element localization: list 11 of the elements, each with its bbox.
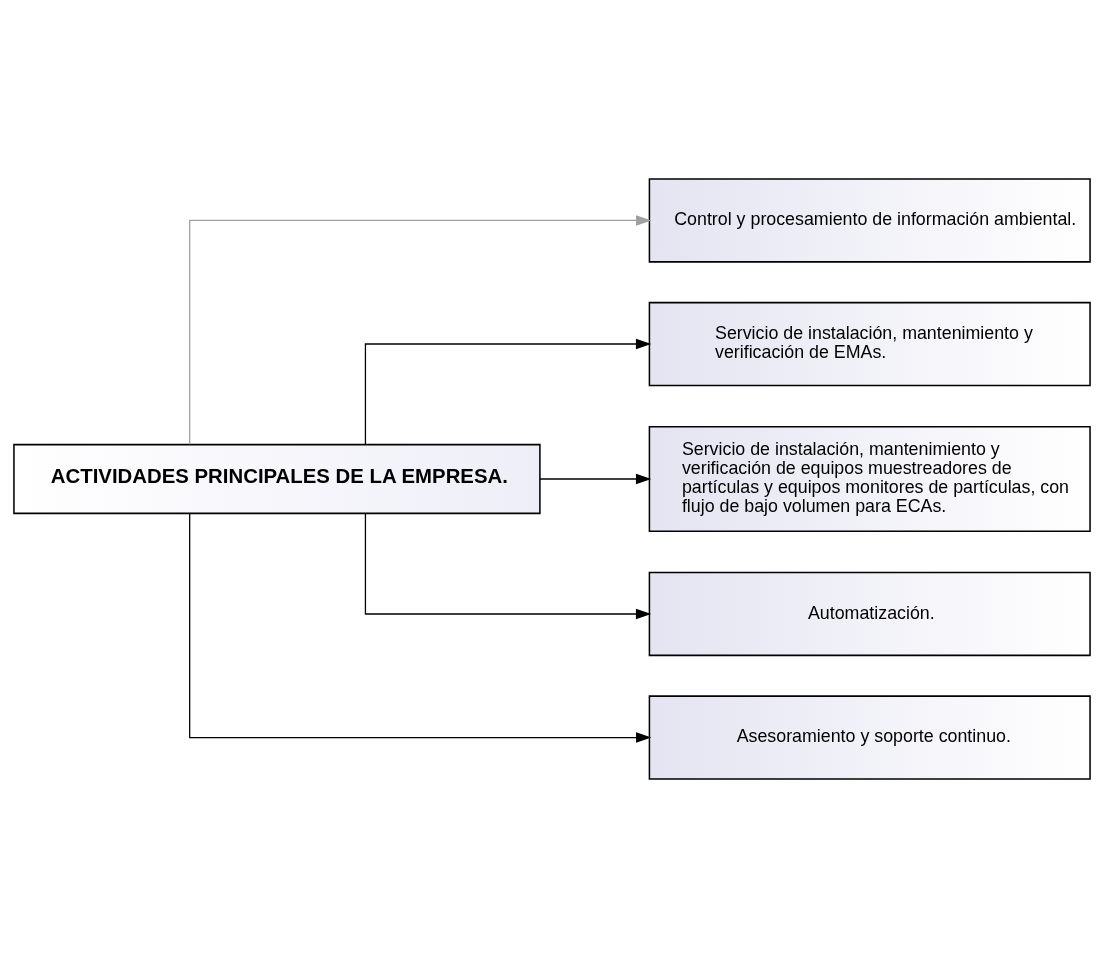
arrow <box>189 512 652 743</box>
node-box: ACTIVIDADES PRINCIPALES DE LA EMPRESA. <box>13 443 541 514</box>
arrow <box>189 214 652 445</box>
arrow <box>539 473 652 484</box>
node-box: Control y procesamiento de información ambiental. <box>648 177 1091 263</box>
node-box: Asesoramiento y soporte continuo. <box>648 694 1091 780</box>
node-box: Servicio de instalación, mantenimiento y verificación de equipos muestreadores de partículas y equipos monitores de partículas, con flujo de bajo volumen para ECAs. <box>648 425 1091 532</box>
node-box: Servicio de instalación, mantenimiento y verificación de EMAs. <box>648 301 1091 386</box>
arrow <box>364 338 652 445</box>
arrow <box>364 512 652 619</box>
node-box: Automatización. <box>648 571 1091 656</box>
